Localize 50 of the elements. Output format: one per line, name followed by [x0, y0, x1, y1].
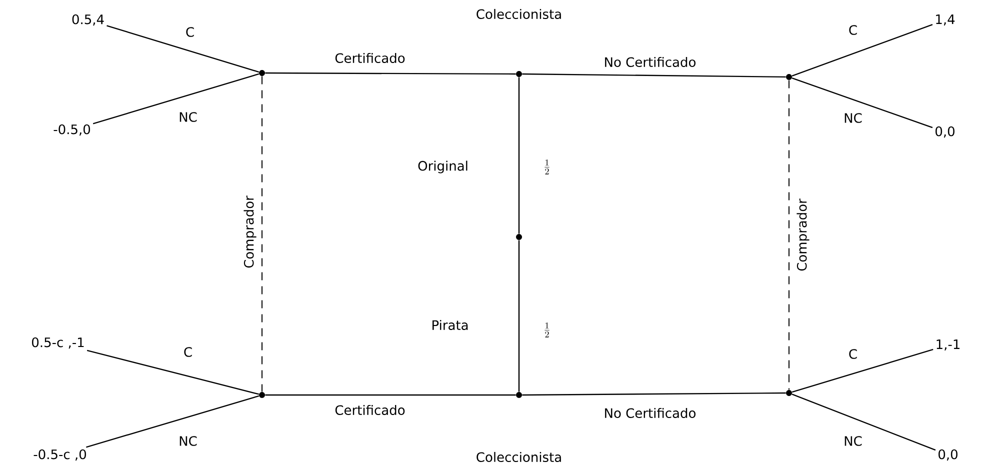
edge-label: NC: [180, 112, 197, 122]
decision-node: [259, 70, 265, 76]
edge-label: $\frac{1}{2}$: [544, 159, 550, 174]
branch-line: [86, 350, 260, 395]
branch-line: [522, 73, 786, 78]
payoff-label: 0,0: [938, 449, 958, 461]
branch-line: [522, 392, 786, 396]
player-label: Coleccionista: [476, 8, 561, 20]
edge-label: $\frac{1}{2}$: [544, 322, 550, 338]
branch-line: [265, 394, 516, 396]
branch-line: [265, 72, 516, 75]
edge-label: C: [184, 347, 192, 357]
decision-node: [516, 71, 522, 77]
branch-line: [518, 240, 520, 392]
decision-node: [516, 234, 522, 240]
info-set-line: [788, 80, 790, 390]
payoff-label: 1,-1: [936, 340, 960, 350]
player-label: Coleccionista: [476, 452, 561, 462]
decision-node: [786, 390, 792, 396]
payoff-label: 0.5,4: [72, 14, 104, 26]
payoff-label: -0.5-c ,0: [34, 449, 86, 461]
decision-node: [516, 392, 522, 398]
edge-label: No Certificado: [605, 56, 696, 68]
payoff-label: -0.5,0: [54, 124, 90, 136]
branch-line: [106, 25, 260, 73]
edge-label: Certificado: [335, 404, 405, 416]
payoff-label: 1,4: [936, 14, 955, 26]
edge-label: NC: [180, 436, 197, 446]
payoff-label: 0.5-c ,-1: [32, 337, 84, 349]
branch-line: [792, 348, 934, 393]
edge-label: NC: [844, 113, 862, 123]
decision-node: [259, 392, 265, 398]
branch-label: Original: [418, 160, 468, 174]
edge-label: Comprador: [242, 194, 258, 270]
edge-label: No Certificado: [605, 408, 696, 418]
branch-line: [792, 394, 936, 451]
decision-node: [786, 74, 792, 80]
payoff-label: 0,0: [936, 126, 954, 138]
edge-label: C: [186, 27, 194, 37]
branch-label: Pirata: [432, 320, 468, 330]
branch-line: [86, 395, 260, 448]
branch-line: [792, 78, 933, 128]
edge-label: Certificado: [335, 52, 405, 64]
branch-line: [92, 73, 260, 124]
edge-label: C: [849, 25, 857, 35]
edge-label: Comprador: [796, 198, 810, 272]
edge-label: NC: [844, 436, 862, 446]
edge-label: C: [849, 349, 857, 359]
branch-line: [792, 24, 933, 76]
branch-line: [518, 77, 520, 234]
